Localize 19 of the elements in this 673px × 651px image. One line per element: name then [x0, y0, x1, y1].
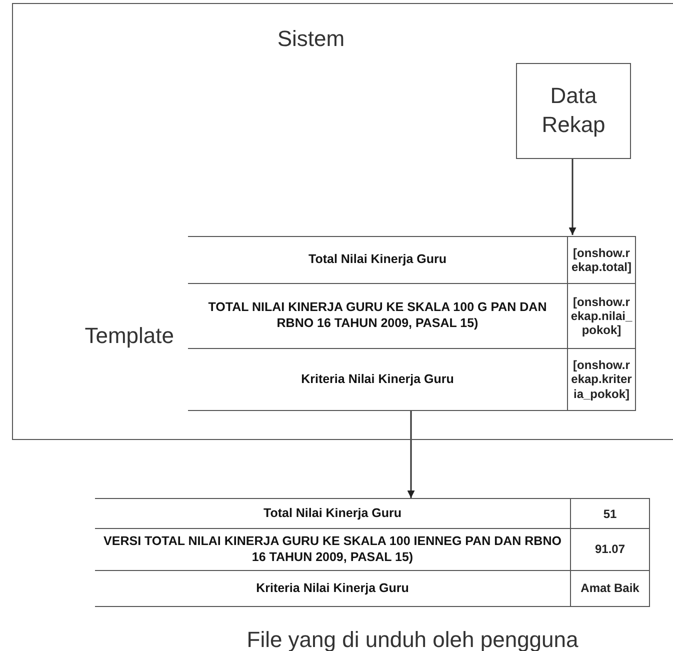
- table-cell-text: Kriteria Nilai Kinerja Guru: [301, 372, 454, 388]
- arrow: [568, 158, 576, 235]
- table-cell-text: TOTAL NILAI KINERJA GURU KE SKALA 100 G PAN DAN RBNO 16 TAHUN 2009, PASAL 15): [207, 300, 548, 332]
- table-cell-text: VERSI TOTAL NILAI KINERJA GURU KE SKALA 100 IENNEG PAN DAN RBNO 16 TAHUN 2009, PASAL 15): [102, 534, 562, 566]
- table-cell-text: 91.07: [594, 542, 626, 557]
- table-cell-text: [onshow.rekap.kriteria_pokok]: [570, 358, 633, 401]
- data-box: [516, 63, 631, 159]
- box-label: Data Rekap: [540, 82, 606, 139]
- table-cell-text: 51: [603, 506, 617, 521]
- table-cell-text: Total Nilai Kinerja Guru: [308, 252, 446, 268]
- arrow: [407, 410, 415, 498]
- table-cell-text: Amat Baik: [580, 581, 640, 596]
- frame-title: Sistem: [277, 25, 345, 53]
- system-boundary: [12, 3, 673, 440]
- table-cell-text: [onshow.rekap.total]: [570, 246, 632, 275]
- table-cell-text: Kriteria Nilai Kinerja Guru: [256, 580, 409, 596]
- table-caption: Template: [84, 322, 174, 350]
- table-cell-text: Total Nilai Kinerja Guru: [264, 506, 402, 522]
- table-cell-text: [onshow.rekap.nilai_pokok]: [570, 294, 633, 338]
